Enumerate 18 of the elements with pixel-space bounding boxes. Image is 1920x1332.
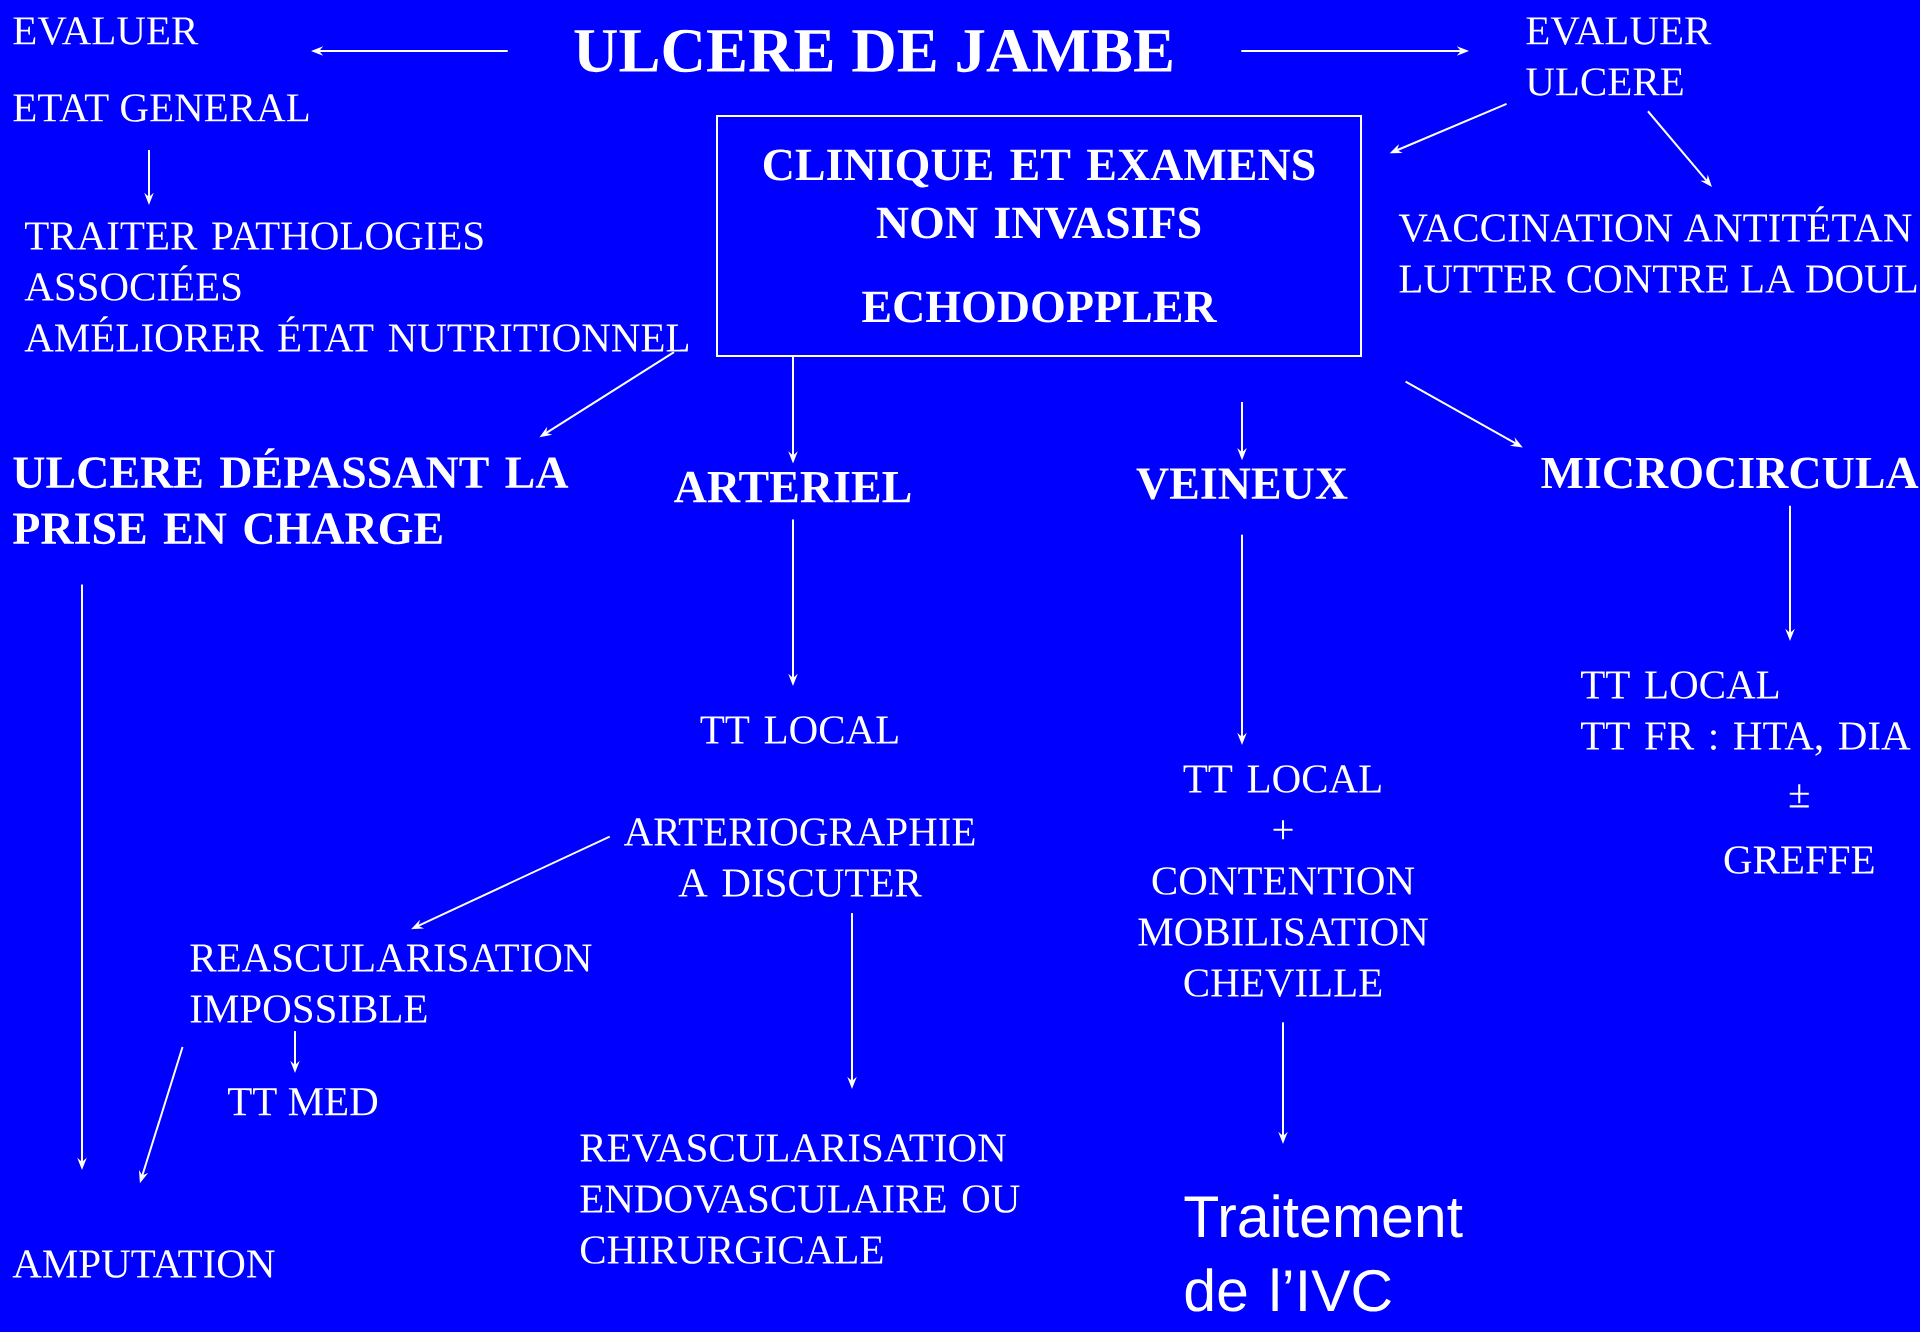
step-text: EVALUER ULCERE xyxy=(1526,17,1712,96)
category-heading: ARTERIEL xyxy=(674,471,911,503)
step-text: TT LOCAL ARTERIOGRAPHIE A DISCUTER xyxy=(623,716,975,897)
step-text: TT LOCAL + CONTENTION MOBILISATION CHEVILLE xyxy=(1138,765,1428,998)
category-heading: MICROCIRCULA xyxy=(1541,457,1919,489)
step-text: Traitement de l’IVC xyxy=(1184,1194,1463,1312)
step-text: VACCINATION ANTITÉTAN LUTTER CONTRE LA DOUL xyxy=(1398,206,1917,293)
step-text: TRAITER PATHOLOGIES ASSOCIÉES AMÉLIORER ÉTAT NUTRITIONNEL xyxy=(24,222,689,352)
step-text: EVALUER ETAT GENERAL xyxy=(13,17,309,122)
title: ULCERE DE JAMBE xyxy=(574,29,1172,73)
category-heading: ULCERE DÉPASSANT LA PRISE EN CHARGE xyxy=(13,448,569,545)
category-heading: VEINEUX xyxy=(1136,468,1348,500)
step-text: AMPUTATION xyxy=(12,1250,275,1278)
step-text: REASCULARISATION IMPOSSIBLE xyxy=(190,944,592,1023)
process-box: CLINIQUE ET EXAMENS NON INVASIFS ECHODOPPLER xyxy=(716,115,1362,357)
step-text: TT LOCAL TT FR : HTA, DIA ± GREFFE xyxy=(1581,671,1911,874)
step-text: REVASCULARISATION ENDOVASCULAIRE OU CHIRURGICALE xyxy=(580,1134,1020,1264)
step-text: TT MED xyxy=(228,1088,378,1116)
